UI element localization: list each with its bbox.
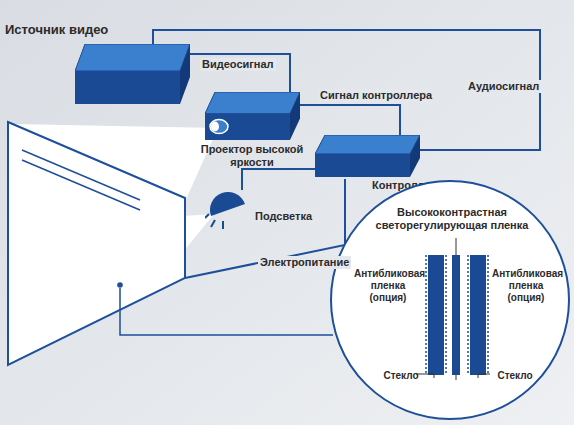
node-label: Высококонтрастная светорегулирующая плен… (372, 206, 532, 232)
controller-shape (315, 135, 420, 177)
film-detail: Высококонтрастная светорегулирующая плен… (330, 180, 570, 420)
node-label: Источник видео (5, 22, 155, 38)
power-label: Электропитание (258, 256, 351, 269)
signal-wire (300, 105, 400, 135)
video-source-shape (75, 44, 190, 104)
part-label: Стекло (490, 370, 540, 382)
backlight-shape (205, 190, 250, 230)
screen-line (22, 160, 140, 210)
projector-shape (205, 92, 300, 140)
signal-wire (242, 169, 315, 190)
projector: Проектор высокой яркости (196, 88, 308, 176)
screen (8, 122, 185, 365)
signal-label: Аудиосигнал (466, 80, 541, 93)
backlight-beam (183, 214, 214, 252)
screen-dot (117, 282, 123, 288)
part-label: Стекло (376, 370, 426, 382)
part-label: Антибликовая пленка (опция) (354, 268, 422, 304)
signal-label: Видеосигнал (200, 58, 276, 71)
signal-wire (190, 54, 290, 92)
leader-line (120, 288, 333, 335)
node-label: Проектор высокой яркости (196, 143, 308, 169)
signal-label: Сигнал контроллера (318, 89, 434, 102)
backlight: Подсветка (205, 190, 320, 235)
node-label: Подсветка (255, 210, 320, 223)
screen-line (22, 150, 140, 200)
part-label: Антибликовая пленка (опция) (492, 268, 560, 304)
video-source: Источник видео (5, 22, 195, 110)
